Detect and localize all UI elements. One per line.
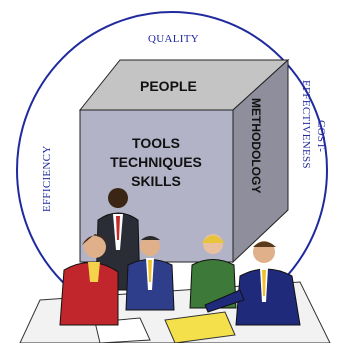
cube-front-line-3: SKILLS [131, 173, 181, 189]
cube-top-label: PEOPLE [140, 78, 197, 94]
business-meeting-illustration [19, 188, 331, 343]
cube-front-line-1: TOOLS [132, 135, 180, 151]
cube-side-label: METHODOLOGY [249, 98, 263, 193]
cube-front-line-2: TECHNIQUES [110, 154, 202, 170]
person-man-center [125, 236, 175, 311]
label-quality: QUALITY [148, 33, 199, 45]
cube: PEOPLE TOOLS TECHNIQUES SKILLS METHODOLO… [78, 58, 290, 264]
label-effectiveness: EFFECTIVENESS [300, 80, 312, 169]
cube-side-face [232, 58, 289, 264]
label-cost: COST- [315, 120, 327, 152]
paper-yellow [164, 311, 236, 343]
person-woman-red [59, 234, 119, 326]
person-man-right [204, 241, 301, 326]
label-efficiency: EFFICIENCY [41, 145, 53, 212]
